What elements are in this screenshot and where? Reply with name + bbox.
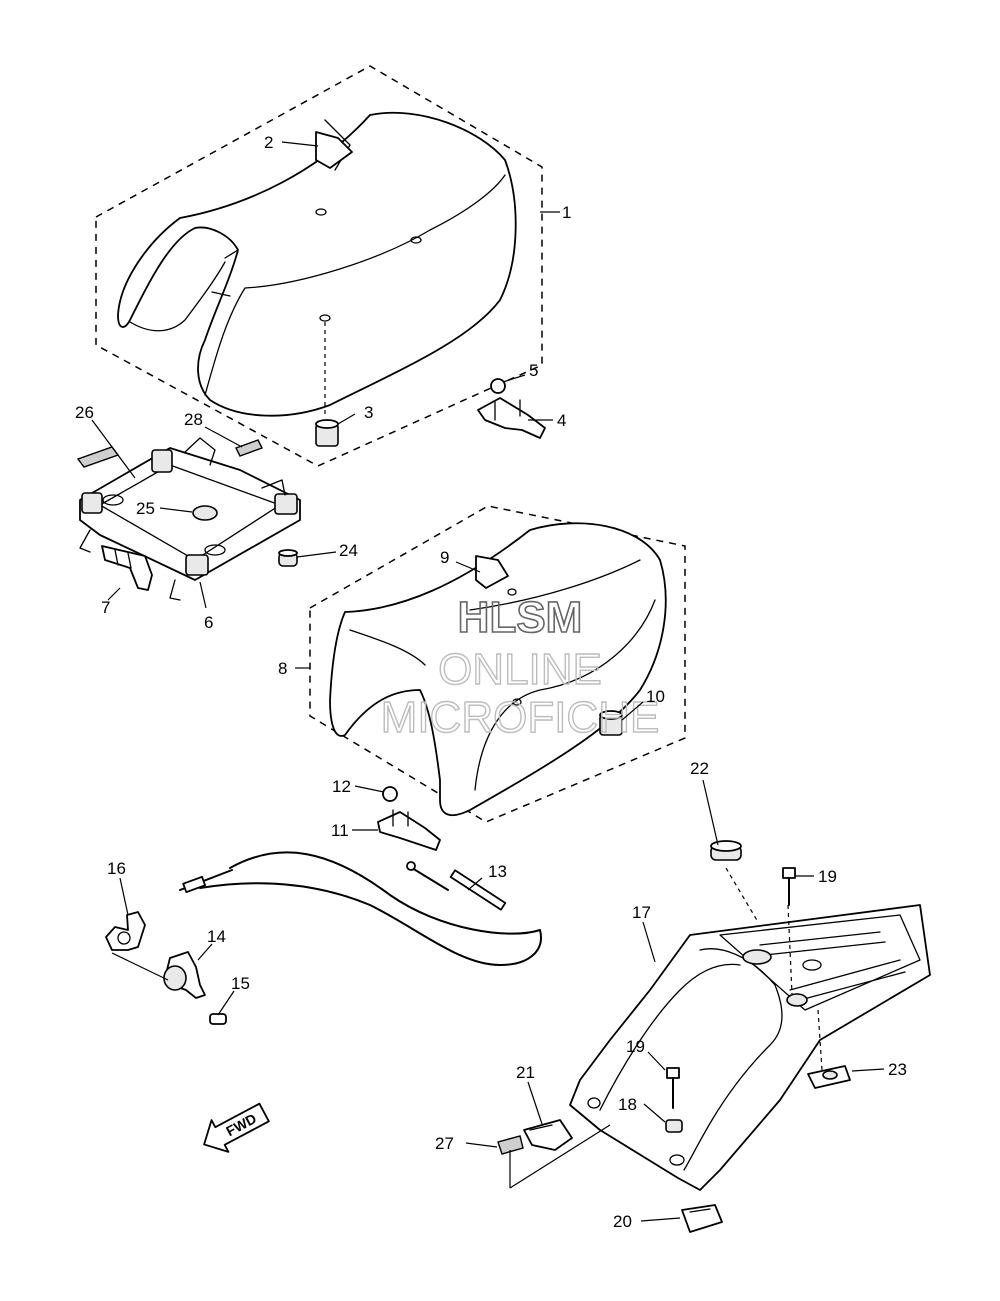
part-label: 15: [231, 974, 250, 993]
watermark-line-2: ONLINE: [438, 645, 602, 694]
part-label: 7: [101, 598, 110, 617]
rear-seat-dashed-boundary: [309, 505, 686, 823]
front-seat-dashed-boundary: [95, 65, 543, 467]
part-label: 25: [136, 499, 155, 518]
watermark: HLSM ONLINE MICROFICHE: [380, 592, 660, 743]
washer-23: [807, 1065, 851, 1089]
watermark-line-1: HLSM: [458, 593, 583, 642]
front-seat-body: [117, 111, 517, 417]
part-label: 6: [204, 613, 213, 632]
key-lock-14: [111, 951, 206, 999]
leader-lines: [91, 141, 885, 1222]
part-label: 24: [339, 541, 358, 560]
grommet-22: [710, 840, 742, 861]
part-label: 16: [107, 859, 126, 878]
grommet-24: [278, 549, 298, 567]
rear-carrier-17: [569, 867, 931, 1191]
cover-20: [681, 1204, 723, 1233]
cover-21: [523, 1119, 573, 1151]
part-label: 3: [364, 403, 373, 422]
part-label: 10: [646, 687, 665, 706]
seat-base-6: [79, 437, 301, 601]
part-label: 11: [331, 821, 349, 840]
caution-label-26: [76, 446, 120, 468]
bracket-11: [377, 786, 441, 851]
part-number-labels: 1 2 3 4 5 6 7 8 9 10 11 12 13 14 15 16 1…: [75, 133, 907, 1231]
rear-seat-body: [329, 522, 667, 817]
part-label: 20: [613, 1212, 632, 1231]
rear-seat-label-tab: [475, 555, 509, 589]
part-label: 19: [626, 1037, 645, 1056]
cable-holder-16: [105, 911, 146, 951]
part-label: 14: [207, 927, 226, 946]
part-label: 28: [184, 410, 203, 429]
front-seat-assembly: [95, 65, 543, 467]
part-label: 18: [618, 1095, 637, 1114]
bolt-19-lower: [666, 1067, 680, 1109]
seat-damper-3: [315, 419, 339, 447]
forward-arrow-icon: FWD: [203, 1102, 270, 1153]
caution-label-28: [235, 439, 263, 457]
part-label: 19: [818, 867, 837, 886]
part-label: 9: [440, 548, 449, 567]
part-label: 1: [562, 203, 571, 222]
watermark-line-3: MICROFICHE: [381, 693, 660, 742]
seat-lock-cable-13: [179, 851, 542, 966]
part-label: 17: [632, 903, 651, 922]
part-label: 5: [529, 361, 538, 380]
part-label: 2: [264, 133, 273, 152]
part-label: 8: [278, 659, 287, 678]
label-27: [497, 1135, 524, 1155]
collar-18: [665, 1119, 683, 1133]
bracket-4: [477, 378, 546, 439]
seat-damper-10: [599, 710, 623, 736]
part-label: 27: [435, 1134, 454, 1153]
part-label: 26: [75, 403, 94, 422]
seat-lock-7: [101, 545, 153, 591]
part-label: 22: [690, 759, 709, 778]
part-label: 12: [332, 777, 351, 796]
bolt-19-upper: [782, 867, 796, 906]
part-label: 4: [557, 411, 566, 430]
rear-seat-assembly: [309, 505, 686, 823]
seat-label-tab: [315, 131, 353, 169]
part-label: 23: [888, 1060, 907, 1079]
screw-15: [209, 1013, 227, 1025]
part-label: 13: [488, 862, 507, 881]
part-label: 21: [516, 1063, 535, 1082]
